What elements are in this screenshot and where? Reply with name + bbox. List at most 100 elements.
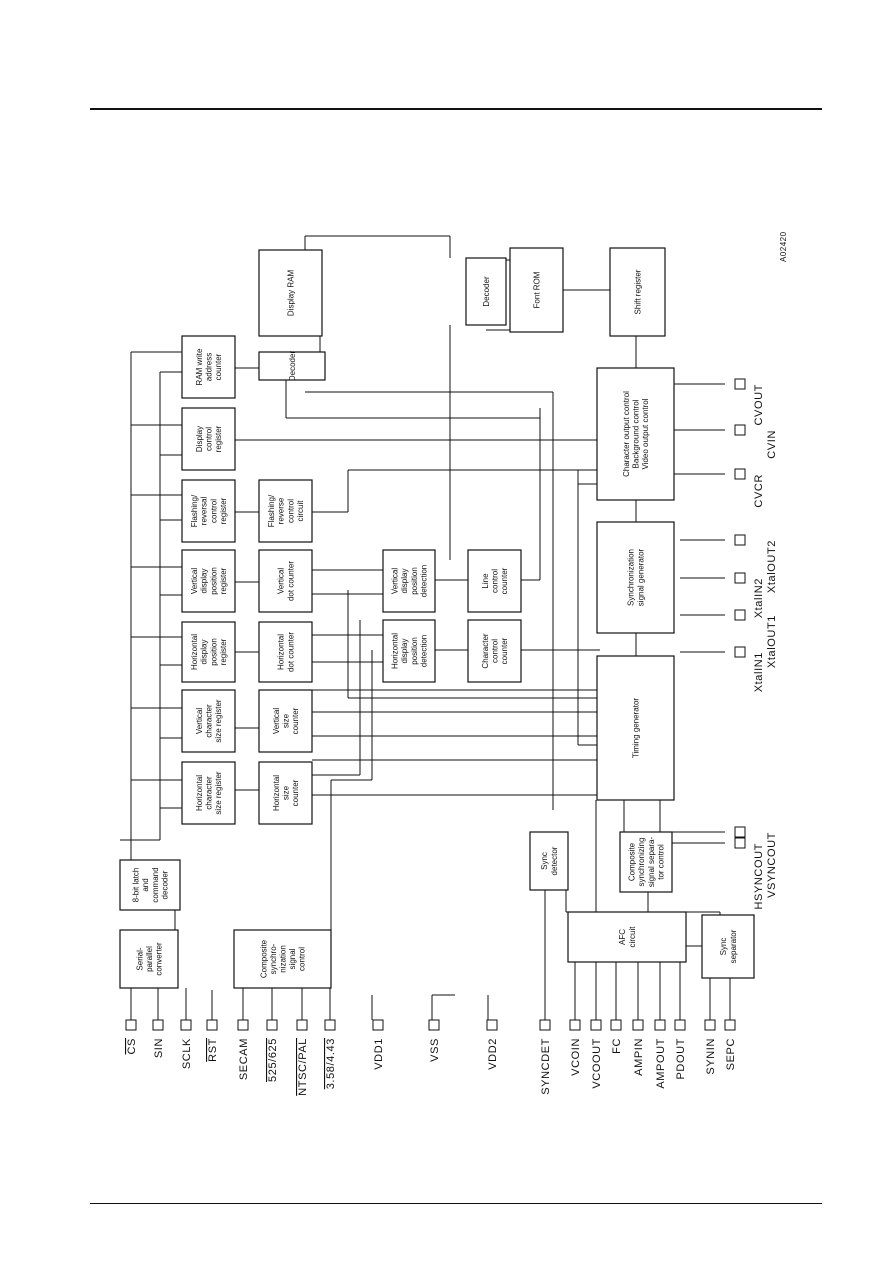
pin-vcoout-label: VCOOUT (591, 1038, 603, 1089)
block-frcc: Flashing/reversecontrolcircuit (258, 479, 313, 543)
block-csc-line: Composite (260, 939, 269, 978)
bottom-rule (90, 1203, 822, 1204)
block-vdp-label: Verticaldisplaypositionregister (190, 567, 228, 595)
block-hcs-line: Horizontal (195, 775, 204, 811)
block-sdet-label: Syncdetector (540, 846, 559, 875)
pin-vdd1: VDD1 (372, 1019, 385, 1070)
block-ssep-line: separator (729, 929, 738, 963)
pin-vcoin-label: VCOIN (570, 1038, 582, 1076)
pin-ntsc: NTSC/PAL (296, 1019, 309, 1096)
block-ssg-line: Synchronization (627, 549, 636, 606)
pin-vsync: VSYNCOUT (734, 826, 778, 898)
pin-cvcr-pad (734, 468, 746, 480)
pin-cvin-pad (734, 424, 746, 436)
block-dec2-line: Decoder (482, 276, 491, 307)
block-hsc-line: size (282, 785, 291, 800)
block-dcr-line: register (214, 425, 223, 452)
block-frc-line: reversal (200, 497, 209, 526)
block-vdc: Verticaldot counter (258, 549, 313, 613)
pin-hsync-label: HSYNCOUT (753, 843, 765, 910)
figure-reference-code: A02420 (779, 231, 788, 262)
block-frcc-label: Flashing/reversecontrolcircuit (267, 494, 305, 527)
pin-cvin: CVIN (734, 424, 778, 459)
block-ccc-line: counter (500, 637, 509, 664)
block-dcr: Displaycontrolregister (181, 407, 236, 471)
pin-p525-label: 525/625 (267, 1038, 279, 1082)
block-dcr-line: control (205, 427, 214, 451)
block-frc: Flashing/reversalcontrolregister (181, 479, 236, 543)
block-sdet-frame (529, 831, 569, 891)
block-dec1: Decoder (258, 351, 326, 382)
pin-cvout: CVOUT (734, 378, 765, 426)
block-dram: Display RAM (258, 249, 323, 337)
block-sreg: Shift register (609, 247, 666, 337)
pin-hsync: HSYNCOUT (734, 837, 765, 910)
block-lcc-frame (467, 549, 522, 613)
block-dec1-label: Decoder (288, 351, 297, 382)
block-hdpd-label: Horizontaldisplaypositiondetection (391, 633, 429, 669)
block-frcc-line: reverse (277, 497, 286, 524)
block-dec2: Decoder (465, 257, 507, 326)
block-dcr-line: Display (195, 426, 204, 452)
pin-xout2-pad (734, 534, 746, 546)
block-sreg-label: Shift register (634, 269, 643, 314)
block-vdp-line: display (200, 569, 209, 594)
block-tgen-frame (596, 655, 675, 801)
block-ssep-frame (701, 914, 755, 979)
pin-cvin-label: CVIN (766, 430, 778, 459)
block-latch-line: 8-bit latch (132, 868, 141, 903)
pin-cs-pad (125, 1019, 137, 1031)
block-vdp: Verticaldisplaypositionregister (181, 549, 236, 613)
pin-sepc: SEPC (724, 1019, 737, 1070)
pin-ampin-pad (632, 1019, 644, 1031)
block-hsc-line: counter (291, 779, 300, 806)
block-hdpd-line: Horizontal (391, 633, 400, 669)
pin-syncdet: SYNCDET (539, 1019, 552, 1095)
block-dram-frame (258, 249, 323, 337)
block-dcr-frame (181, 407, 236, 471)
pin-sepc-pad (724, 1019, 736, 1031)
block-sp-line: parallel (145, 946, 154, 972)
block-csep-label: Compositesynchronizingsignal separa-tor … (628, 837, 666, 888)
block-hdc-frame (258, 621, 313, 683)
pin-vdd1-pad (372, 1019, 384, 1031)
block-hcs-line: size register (214, 771, 223, 814)
pin-hsync-pad (734, 837, 746, 849)
block-vdpd-frame (382, 549, 436, 613)
pin-xin1-pad (734, 646, 746, 658)
block-tgen-label: Timing generator (632, 698, 641, 759)
block-latch: 8-bit latchandcommanddecoder (119, 859, 181, 911)
pin-vdd1-label: VDD1 (373, 1038, 385, 1070)
block-ccc-frame (467, 619, 522, 683)
block-frc-frame (181, 479, 236, 543)
pin-ntsc-label: NTSC/PAL (297, 1038, 309, 1096)
block-hdp-line: Horizontal (190, 634, 199, 670)
block-vdpd-line: detection (419, 565, 428, 597)
pin-vcoout: VCOOUT (590, 1019, 603, 1089)
pin-secam-pad (237, 1019, 249, 1031)
block-vdp-line: Vertical (190, 568, 199, 594)
block-frc-label: Flashing/reversalcontrolregister (190, 494, 228, 527)
block-hcs: Horizontalcharactersize register (181, 761, 236, 825)
pin-fsc-label: 3.58/4.43 (325, 1038, 337, 1089)
block-vdp-line: register (219, 567, 228, 594)
pin-secam-label: SECAM (238, 1038, 250, 1080)
pin-pdout-pad (674, 1019, 686, 1031)
block-vdp-frame (181, 549, 236, 613)
pin-xin1-label: XtalIN1 (753, 652, 765, 692)
block-ccc-line: Character (481, 633, 490, 668)
block-coc: Character output controlBackground contr… (596, 367, 675, 501)
block-afc: AFCcircuit (567, 911, 687, 963)
block-coc-label: Character output controlBackground contr… (622, 391, 650, 477)
pin-xout1-label: XtalOUT1 (766, 615, 778, 668)
block-csep-line: signal separa- (647, 837, 656, 888)
pin-vsync-pad (734, 826, 746, 838)
block-ccc: Charactercontrolcounter (467, 619, 522, 683)
pin-fc-pad (610, 1019, 622, 1031)
block-csc-line: signal (288, 948, 297, 969)
block-latch-frame (119, 859, 181, 911)
block-csep: Compositesynchronizingsignal separa-tor … (619, 831, 673, 893)
